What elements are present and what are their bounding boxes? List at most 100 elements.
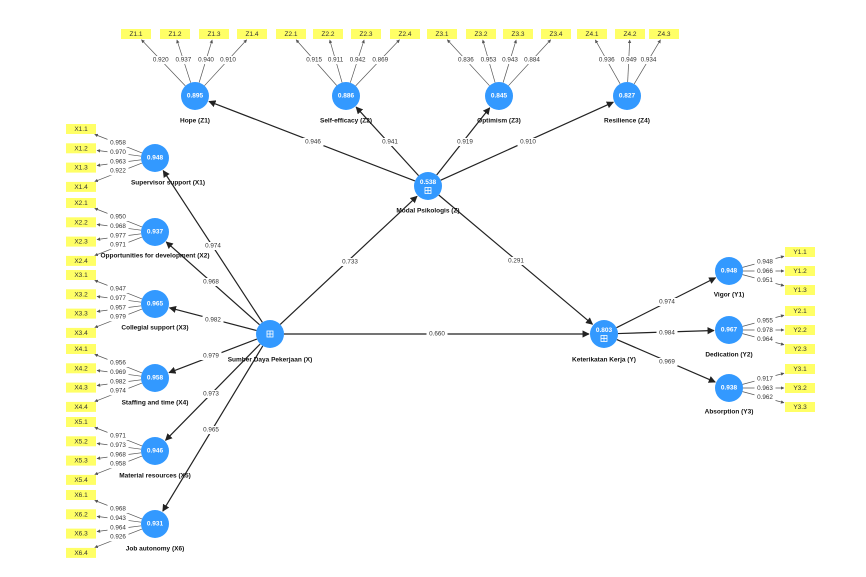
latent-node-x4[interactable]	[141, 364, 169, 392]
indicator-box-x4-2[interactable]	[66, 363, 96, 374]
indicator-box-y1-1[interactable]	[785, 247, 815, 257]
loading-value-x1-3: 0.963	[110, 158, 126, 165]
indicator-label-x6-1: X6.1	[74, 492, 88, 499]
indicator-box-x3-4[interactable]	[66, 327, 96, 338]
path-coef-z-to-z1-bg	[302, 138, 324, 146]
loading-value-y3-3-bg	[754, 393, 776, 402]
grid-icon	[600, 335, 608, 342]
indicator-box-z4-3[interactable]	[649, 29, 679, 39]
latent-node-z2[interactable]	[332, 82, 360, 110]
latent-node-x5[interactable]	[141, 437, 169, 465]
indicator-box-y2-3[interactable]	[785, 344, 815, 354]
indicator-box-x6-4[interactable]	[66, 547, 96, 558]
indicator-box-y3-3[interactable]	[785, 402, 815, 412]
indicator-box-y1-3[interactable]	[785, 285, 815, 295]
loading-value-x4-2-bg	[107, 368, 129, 377]
loading-value-x3-1-bg	[107, 285, 129, 293]
indicator-box-x2-4[interactable]	[66, 255, 96, 266]
indicator-box-x4-3[interactable]	[66, 382, 96, 393]
loading-value-z3-3-bg	[499, 56, 521, 65]
indicator-box-z2-1[interactable]	[276, 29, 306, 39]
indicator-box-y2-2[interactable]	[785, 325, 815, 335]
latent-label-x5: Material resources (X5)	[119, 473, 191, 480]
latent-node-y2[interactable]	[715, 316, 743, 344]
indicator-box-z2-4[interactable]	[390, 29, 420, 39]
indicator-box-x1-1[interactable]	[66, 124, 96, 134]
latent-node-x6[interactable]	[141, 510, 169, 538]
indicator-label-z1-3: Z1.3	[207, 31, 220, 38]
indicator-box-y2-1[interactable]	[785, 306, 815, 316]
loading-value-x6-2: 0.943	[110, 515, 126, 522]
latent-node-z3[interactable]	[485, 82, 513, 110]
indicator-box-x5-3[interactable]	[66, 455, 96, 466]
path-coef-x-to-x1-bg	[202, 242, 224, 250]
indicator-box-y3-2[interactable]	[785, 383, 815, 393]
indicator-box-y3-1[interactable]	[785, 364, 815, 374]
indicator-box-x6-1[interactable]	[66, 490, 96, 500]
loading-value-z2-4: 0.869	[372, 57, 388, 64]
loading-value-x6-4: 0.926	[110, 534, 126, 541]
latent-node-z4[interactable]	[613, 82, 641, 110]
indicator-label-x2-3: X2.3	[74, 239, 88, 246]
indicator-box-x3-2[interactable]	[66, 289, 96, 300]
latent-value-y3: 0.938	[721, 385, 738, 392]
indicator-box-x1-3[interactable]	[66, 162, 96, 173]
indicator-box-x3-3[interactable]	[66, 308, 96, 319]
indicator-label-z1-4: Z1.4	[245, 31, 258, 38]
indicator-box-z1-4[interactable]	[237, 29, 267, 39]
indicator-box-z1-2[interactable]	[160, 29, 190, 39]
indicator-box-x2-2[interactable]	[66, 217, 96, 228]
loading-value-x2-2-bg	[107, 222, 129, 231]
indicator-box-x5-4[interactable]	[66, 474, 96, 485]
latent-value-z1: 0.895	[187, 93, 204, 100]
indicator-box-x1-2[interactable]	[66, 143, 96, 154]
latent-node-x2[interactable]	[141, 218, 169, 246]
loading-value-x1-4: 0.922	[110, 168, 126, 175]
loading-value-z1-2: 0.937	[176, 57, 192, 64]
indicator-box-z3-1[interactable]	[427, 29, 457, 39]
indicator-box-x5-2[interactable]	[66, 436, 96, 447]
indicator-box-x3-1[interactable]	[66, 270, 96, 280]
loading-value-x5-4-bg	[107, 460, 129, 469]
latent-node-z[interactable]	[414, 172, 442, 200]
indicator-box-z1-3[interactable]	[199, 29, 229, 39]
loading-value-x6-1: 0.968	[110, 506, 126, 513]
indicator-box-x2-1[interactable]	[66, 198, 96, 208]
indicator-box-z4-1[interactable]	[577, 29, 607, 39]
path-coef-x-to-y-bg	[426, 330, 448, 338]
indicator-box-z3-3[interactable]	[503, 29, 533, 39]
indicator-label-z1-1: Z1.1	[129, 31, 142, 38]
indicator-box-x4-4[interactable]	[66, 401, 96, 412]
path-coef-x-to-x2: 0.968	[203, 279, 219, 286]
indicator-box-y1-2[interactable]	[785, 266, 815, 276]
indicator-box-z3-2[interactable]	[466, 29, 496, 39]
loading-value-z4-1: 0.936	[599, 57, 615, 64]
latent-label-z: Modal Psikologis (Z)	[396, 208, 459, 215]
path-coef-x-to-z-bg	[339, 258, 361, 266]
indicator-box-x6-2[interactable]	[66, 509, 96, 520]
loading-value-y1-1-bg	[754, 258, 776, 266]
latent-node-z1[interactable]	[181, 82, 209, 110]
indicator-box-z4-2[interactable]	[615, 29, 645, 39]
indicator-box-z1-1[interactable]	[121, 29, 151, 39]
loading-value-x4-3: 0.982	[110, 378, 126, 385]
indicator-box-x5-1[interactable]	[66, 417, 96, 427]
latent-node-y3[interactable]	[715, 374, 743, 402]
indicator-box-x1-4[interactable]	[66, 181, 96, 192]
loading-value-z1-3-bg	[195, 56, 217, 65]
indicator-box-z2-3[interactable]	[351, 29, 381, 39]
indicator-box-z3-4[interactable]	[541, 29, 571, 39]
indicator-box-z2-2[interactable]	[313, 29, 343, 39]
indicator-box-x2-3[interactable]	[66, 236, 96, 247]
grid-icon	[266, 330, 274, 338]
latent-node-y[interactable]	[590, 320, 618, 348]
indicator-label-x1-1: X1.1	[74, 126, 88, 133]
loading-value-z2-3: 0.942	[350, 57, 366, 64]
latent-node-x1[interactable]	[141, 144, 169, 172]
loading-value-x1-2: 0.970	[110, 149, 126, 156]
path-coef-z-to-z2: 0.941	[382, 139, 398, 146]
latent-node-x3[interactable]	[141, 290, 169, 318]
indicator-box-x4-1[interactable]	[66, 344, 96, 354]
latent-node-y1[interactable]	[715, 257, 743, 285]
indicator-box-x6-3[interactable]	[66, 528, 96, 539]
